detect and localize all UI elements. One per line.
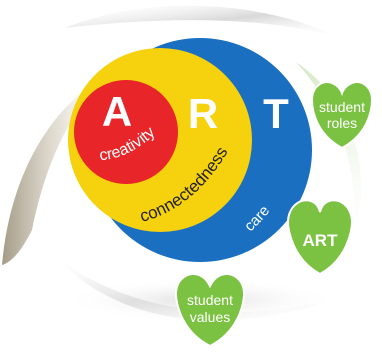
letter-t: T xyxy=(263,90,289,137)
heart-label-line2: values xyxy=(190,309,230,325)
heart-shape xyxy=(310,81,374,150)
heart-student-roles: student roles xyxy=(310,81,374,150)
swoosh-top xyxy=(65,5,340,38)
heart-student-values: student values xyxy=(174,273,246,348)
letter-r: R xyxy=(188,90,218,137)
heart-label-line1: student xyxy=(319,99,365,115)
letter-a: A xyxy=(102,88,132,135)
ring-creativity xyxy=(74,80,178,184)
swoosh-left xyxy=(2,72,112,265)
heart-art: ART xyxy=(286,199,354,276)
heart-label-line1: student xyxy=(187,292,233,308)
heart-shape xyxy=(174,273,246,348)
heart-shape xyxy=(286,199,354,276)
heart-label-line1: ART xyxy=(303,231,339,250)
heart-label-line2: roles xyxy=(327,115,357,131)
